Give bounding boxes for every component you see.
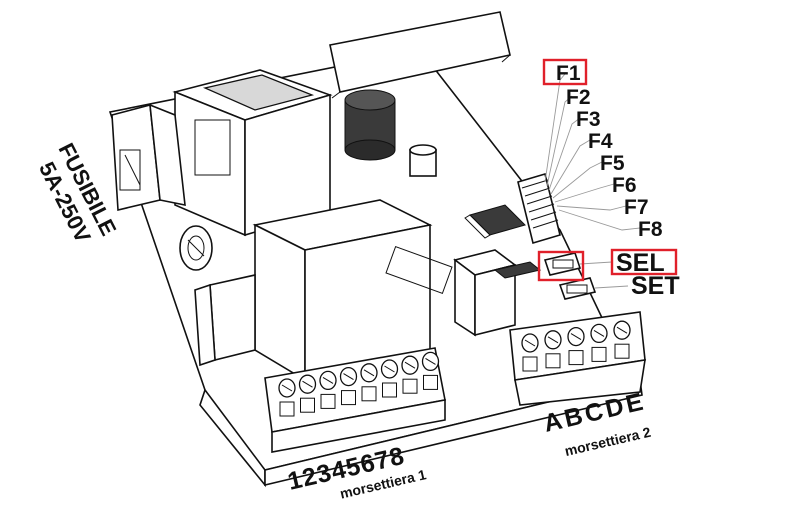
terminal-1-wire-slot-5 — [361, 386, 377, 402]
heatsink-plate — [329, 11, 511, 99]
microcontroller-chip — [464, 204, 526, 239]
label-f7: F7 — [624, 196, 649, 219]
terminal-1-wire-slot-4 — [341, 390, 356, 406]
terminal-2-screw-slot-5 — [616, 326, 628, 334]
label-f6: F6 — [612, 174, 637, 197]
relay-main — [252, 199, 433, 382]
button-leader-lines — [579, 261, 629, 289]
terminal-1-screw-slot-5 — [363, 369, 375, 377]
terminal-2-wire-slot-4 — [591, 346, 607, 362]
label-f3: F3 — [576, 108, 601, 131]
dip-leader-lines — [544, 73, 641, 231]
terminal-1-wire-slot-3 — [320, 393, 336, 409]
relay-second — [194, 274, 256, 367]
fuse-label: FUSIBILE 5A-250V — [34, 139, 121, 247]
terminal-2-screw-slot-2 — [547, 336, 559, 344]
board-edge-front — [264, 379, 643, 487]
relay-third — [453, 249, 517, 337]
terminal-2-wire-slot-2 — [545, 353, 561, 369]
terminal-2-wire-slot-3 — [568, 350, 584, 366]
dip-switch — [517, 172, 561, 245]
relay-label — [385, 245, 453, 295]
capacitor-large — [344, 89, 396, 161]
terminal-1-wire-slot-8 — [423, 374, 438, 390]
terminal-1-screw-slot-7 — [404, 361, 416, 369]
transformer — [172, 69, 333, 237]
terminal-1-screw-slot-4 — [343, 373, 354, 381]
terminal-2-wire-slot-5 — [614, 343, 630, 359]
capacitor-small — [409, 144, 437, 177]
terminal-2-screw-slot-4 — [593, 329, 605, 337]
terminal-1-wire-slot-6 — [382, 382, 397, 398]
terminal-1-wire-slot-7 — [402, 378, 418, 394]
label-f4: F4 — [588, 130, 613, 153]
label-f5: F5 — [600, 152, 625, 175]
terminal-1-screw-slot-8 — [425, 357, 436, 365]
sel-button-highlight-box — [537, 250, 585, 282]
terminal-1-screw-slot-2 — [302, 380, 313, 388]
terminal-1-wire-slot-1 — [279, 401, 295, 417]
terminal-1-screw-slot-1 — [281, 384, 293, 392]
sel-highlight-box — [610, 248, 678, 276]
terminal-block-2 — [509, 311, 646, 406]
label-f8: F8 — [638, 218, 663, 241]
trimmer-knob — [179, 225, 213, 271]
terminal-2-screw-slot-3 — [570, 333, 582, 341]
label-sel: SEL — [616, 249, 665, 277]
sel-push-button — [543, 252, 582, 276]
terminal-1-screw-slot-6 — [384, 365, 395, 373]
label-f2: F2 — [566, 86, 591, 109]
f1-highlight-box — [542, 58, 588, 86]
terminal-block-1 — [264, 347, 446, 453]
terminal-1-screw-slot-3 — [322, 376, 334, 384]
fuse-holder — [111, 103, 186, 211]
terminal-2-wire-slot-1 — [522, 356, 538, 372]
label-f1: F1 — [556, 62, 581, 85]
terminal-1-wire-slot-2 — [300, 397, 315, 413]
terminal-2-screw-slot-1 — [524, 339, 536, 347]
label-set: SET — [631, 272, 680, 300]
